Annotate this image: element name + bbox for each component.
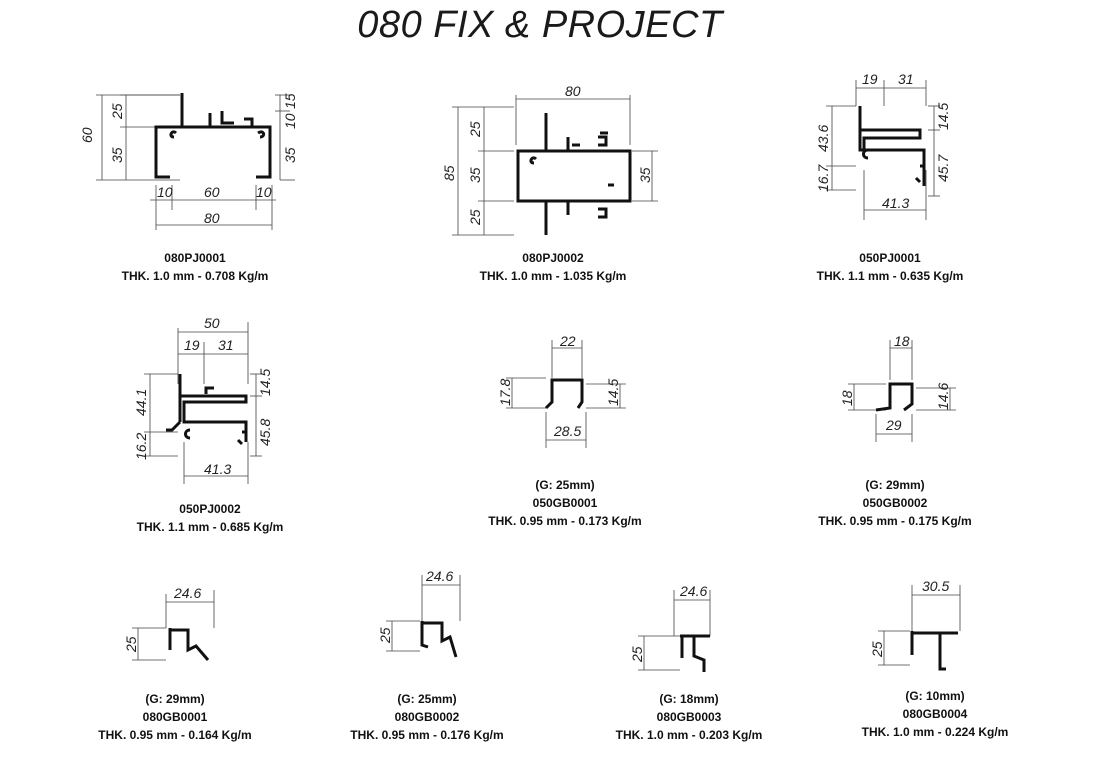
profile-spec: THK. 1.0 mm - 0.224 Kg/m bbox=[861, 725, 1009, 739]
profile-card-050GB0001: 22 17.8 14.5 28.5 (G: 25mm) 050GB0001 TH… bbox=[450, 330, 680, 545]
profile-drawing-080GB0003: 24.6 25 bbox=[629, 583, 711, 672]
dim-left: 17.8 bbox=[497, 379, 513, 406]
profile-spec: THK. 1.0 mm - 1.035 Kg/m bbox=[479, 269, 627, 283]
dim-left: 25 bbox=[123, 636, 139, 653]
dim-left: 25 bbox=[869, 641, 885, 658]
dim-left-flange: 10 bbox=[157, 184, 173, 200]
gap-note: (G: 29mm) bbox=[145, 692, 205, 706]
dim-left-upper: 43.6 bbox=[815, 125, 831, 152]
dim-top: 25 bbox=[467, 121, 483, 138]
dim-overall-w: 80 bbox=[204, 210, 220, 226]
dim-top-right: 31 bbox=[898, 71, 914, 87]
profile-code: 050PJ0001 bbox=[859, 251, 921, 265]
dim-overall-w: 80 bbox=[565, 83, 581, 99]
profile-card-080GB0003: 24.6 25 (G: 18mm) 080GB0003 THK. 1.0 mm … bbox=[584, 580, 794, 755]
profile-spec: THK. 1.0 mm - 0.708 Kg/m bbox=[121, 269, 269, 283]
profile-code: 050PJ0002 bbox=[179, 502, 241, 516]
dim-left-lower: 16.2 bbox=[133, 433, 149, 460]
page-title: 080 FIX & PROJECT bbox=[357, 4, 723, 46]
dim-left: 18 bbox=[839, 390, 855, 406]
profile-code: 080PJ0001 bbox=[164, 251, 226, 265]
profile-code: 050GB0002 bbox=[862, 496, 928, 510]
profile-card-050PJ0002: 50 19 31 44.1 16.2 14.5 45.8 41.3 050PJ0… bbox=[100, 312, 320, 542]
profile-drawing-050PJ0002: 50 19 31 44.1 16.2 14.5 45.8 41.3 bbox=[133, 315, 273, 484]
dim-bottom: 41.3 bbox=[204, 461, 231, 477]
profile-card-050PJ0001: 19 31 43.6 16.7 14.5 45.7 41.3 050PJ0001… bbox=[780, 70, 1000, 285]
dim-top: 30.5 bbox=[922, 578, 949, 594]
dim-mid: 35 bbox=[467, 167, 483, 183]
dim-right-top: 15 bbox=[282, 93, 298, 109]
dim-right-top: 14.5 bbox=[257, 369, 273, 396]
profile-spec: THK. 0.95 mm - 0.164 Kg/m bbox=[98, 728, 252, 742]
dim-top-left: 19 bbox=[184, 337, 200, 353]
profile-spec: THK. 1.1 mm - 0.635 Kg/m bbox=[816, 269, 964, 283]
dim-right: 35 bbox=[637, 167, 653, 183]
profile-drawing-080PJ0001: 60 25 35 15 10 35 10 60 10 80 bbox=[79, 93, 298, 230]
dim-top-h: 25 bbox=[109, 103, 125, 120]
dim-left: 25 bbox=[629, 646, 645, 663]
dim-body-h: 35 bbox=[109, 147, 125, 163]
profile-card-080GB0001: 24.6 25 (G: 29mm) 080GB0001 THK. 0.95 mm… bbox=[70, 580, 280, 755]
dim-top-left: 19 bbox=[862, 71, 878, 87]
profile-code: 080PJ0002 bbox=[522, 251, 584, 265]
dim-right: 14.5 bbox=[605, 379, 621, 406]
dim-right-mid: 10 bbox=[282, 113, 298, 129]
profile-code: 080GB0002 bbox=[394, 710, 460, 724]
profile-spec: THK. 0.95 mm - 0.173 Kg/m bbox=[488, 514, 642, 528]
gap-note: (G: 29mm) bbox=[865, 478, 925, 492]
profile-drawing-080GB0004: 30.5 25 bbox=[869, 578, 961, 671]
dim-right-body: 45.8 bbox=[257, 419, 273, 446]
dim-overall-w: 50 bbox=[204, 315, 220, 331]
dim-top: 22 bbox=[559, 333, 576, 349]
profile-card-080GB0004: 30.5 25 (G: 10mm) 080GB0004 THK. 1.0 mm … bbox=[830, 575, 1040, 755]
dim-bottom: 25 bbox=[467, 209, 483, 226]
dim-bottom: 28.5 bbox=[553, 423, 581, 439]
dim-top: 24.6 bbox=[173, 585, 201, 601]
profile-drawing-080GB0001: 24.6 25 bbox=[123, 585, 215, 661]
profile-code: 050GB0001 bbox=[532, 496, 598, 510]
dim-right-flange: 10 bbox=[256, 184, 272, 200]
dim-overall-h: 60 bbox=[79, 127, 95, 143]
gap-note: (G: 10mm) bbox=[905, 689, 965, 703]
profile-spec: THK. 1.1 mm - 0.685 Kg/m bbox=[136, 520, 284, 534]
dim-bottom: 41.3 bbox=[882, 195, 909, 211]
profile-drawing-050PJ0001: 19 31 43.6 16.7 14.5 45.7 41.3 bbox=[815, 71, 951, 220]
dim-inner-w: 60 bbox=[204, 184, 220, 200]
profile-drawing-080PJ0002: 80 85 25 35 25 35 bbox=[441, 83, 658, 236]
profile-drawing-050GB0002: 18 18 14.6 29 bbox=[839, 333, 956, 442]
profile-spec: THK. 0.95 mm - 0.176 Kg/m bbox=[350, 728, 504, 742]
profile-drawing-080GB0002: 24.6 25 bbox=[377, 568, 461, 658]
gap-note: (G: 18mm) bbox=[659, 692, 719, 706]
dim-top: 24.6 bbox=[679, 583, 707, 599]
profile-code: 080GB0003 bbox=[656, 710, 722, 724]
dim-overall-h: 85 bbox=[441, 165, 457, 181]
profile-card-080PJ0002: 80 85 25 35 25 35 080PJ0002 THK. 1.0 mm … bbox=[438, 83, 668, 285]
dim-top-right: 31 bbox=[218, 337, 234, 353]
dim-right: 14.6 bbox=[935, 383, 951, 410]
gap-note: (G: 25mm) bbox=[397, 692, 457, 706]
profile-spec: THK. 1.0 mm - 0.203 Kg/m bbox=[615, 728, 763, 742]
profile-card-080GB0002: 24.6 25 (G: 25mm) 080GB0002 THK. 0.95 mm… bbox=[322, 565, 532, 755]
profile-card-080PJ0001: 60 25 35 15 10 35 10 60 10 80 080PJ0001 … bbox=[79, 85, 310, 285]
dim-right-body: 35 bbox=[282, 147, 298, 163]
dim-top: 24.6 bbox=[425, 568, 453, 584]
dim-right-body: 45.7 bbox=[935, 154, 951, 182]
dim-left-lower: 16.7 bbox=[815, 164, 831, 192]
dim-right-top: 14.5 bbox=[935, 103, 951, 130]
profile-drawing-050GB0001: 22 17.8 14.5 28.5 bbox=[497, 333, 626, 448]
profile-code: 080GB0001 bbox=[142, 710, 208, 724]
gap-note: (G: 25mm) bbox=[535, 478, 595, 492]
dim-left: 25 bbox=[377, 627, 393, 644]
profile-code: 080GB0004 bbox=[902, 707, 968, 721]
profile-card-050GB0002: 18 18 14.6 29 (G: 29mm) 050GB0002 THK. 0… bbox=[780, 330, 1010, 545]
dim-bottom: 29 bbox=[885, 417, 902, 433]
dim-top: 18 bbox=[894, 333, 910, 349]
profile-spec: THK. 0.95 mm - 0.175 Kg/m bbox=[818, 514, 972, 528]
dim-left-upper: 44.1 bbox=[133, 389, 149, 416]
